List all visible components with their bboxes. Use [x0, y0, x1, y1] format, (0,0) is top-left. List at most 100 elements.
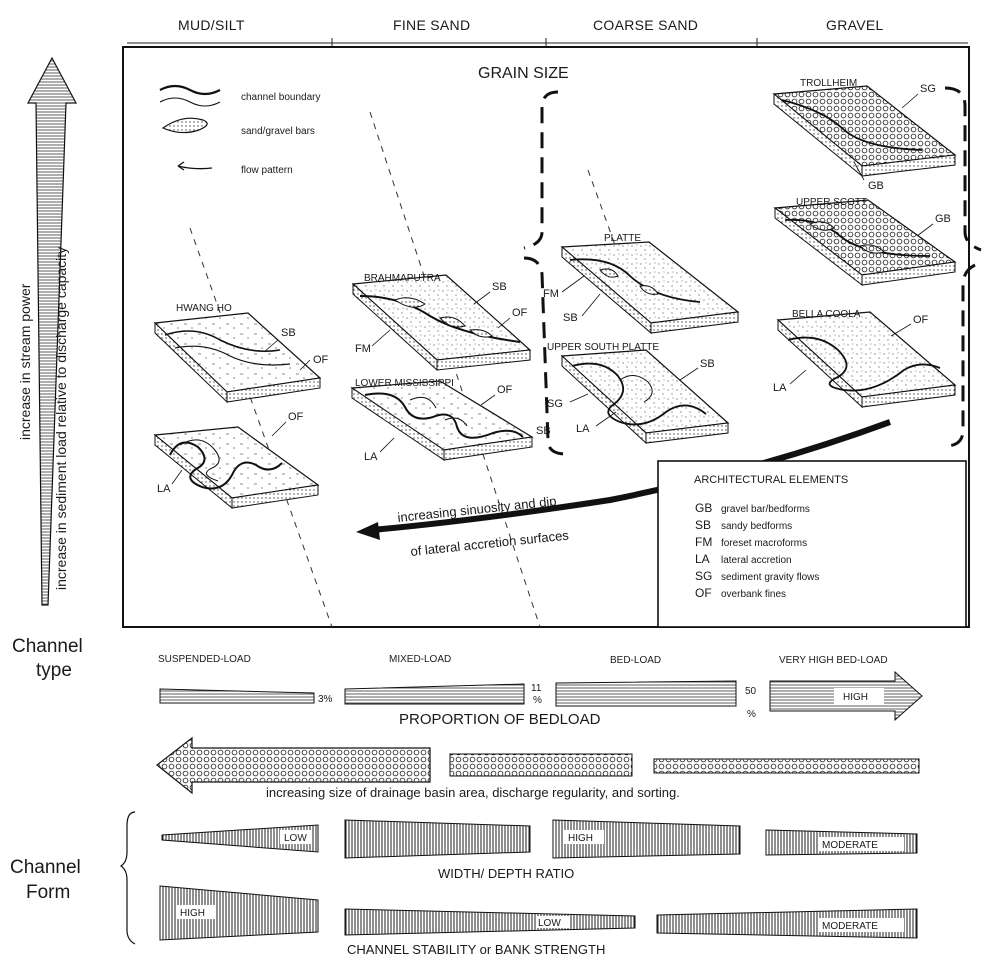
- block-hwang-ho: HWANG HO SB OF: [155, 303, 329, 402]
- bedload-mark-50: 50: [745, 686, 757, 697]
- drainage-bar-gravel: [654, 759, 919, 773]
- channel-form-brace: [121, 812, 135, 944]
- block-name: UPPER SOUTH PLATTE: [547, 342, 659, 353]
- channel-type-mixed: MIXED-LOAD: [389, 654, 451, 665]
- bedload-bar-bed: [556, 681, 736, 706]
- block-bella-coola: BELLA COOLA OF LA: [773, 309, 955, 407]
- block-name: HWANG HO: [176, 303, 232, 314]
- channel-type-label-2: type: [36, 660, 72, 681]
- channel-type-section: Channel type SUSPENDED-LOAD MIXED-LOAD B…: [12, 636, 888, 681]
- bedload-mark-50-pct: %: [747, 709, 756, 720]
- legend-bars: sand/gravel bars: [241, 126, 315, 137]
- element-code: SB: [281, 327, 296, 339]
- block-name: BRAHMAPUTRA: [364, 273, 441, 284]
- bedload-mark-11-pct: %: [533, 695, 542, 706]
- bedload-section: HIGH 3% 11 % 50 % PROPORTION OF BEDLOAD: [160, 672, 922, 728]
- bedload-bar-mixed: [345, 684, 524, 704]
- architectural-element-description: lateral accretion: [721, 555, 792, 566]
- architectural-elements-legend: ARCHITECTURAL ELEMENTS GB gravel bar/bedf…: [658, 461, 966, 627]
- architectural-element-code: SG: [695, 569, 712, 583]
- channel-type-suspended: SUSPENDED-LOAD: [158, 654, 251, 665]
- element-code: LA: [576, 423, 590, 435]
- element-code: LA: [157, 483, 171, 495]
- wd-moderate-label: MODERATE: [822, 840, 878, 851]
- element-code: OF: [497, 384, 513, 396]
- architectural-element-code: OF: [695, 586, 712, 600]
- stability-high-label: HIGH: [180, 908, 205, 919]
- architectural-element-code: FM: [695, 535, 712, 549]
- block-name: TROLLHEIM: [800, 78, 857, 89]
- bedload-mark-11: 11: [531, 683, 542, 694]
- wd-low-label: LOW: [284, 833, 307, 844]
- block-name: PLATTE: [604, 233, 641, 244]
- block-upper-south-platte: UPPER SOUTH PLATTE SB SG LA: [547, 342, 728, 443]
- sinuosity-label-2: of lateral accretion surfaces: [410, 527, 570, 559]
- element-code: GB: [868, 180, 884, 192]
- block-lower-mississippi: LOWER MISSISSIPPI OF LA SB: [352, 378, 551, 463]
- stability-low-label: LOW: [538, 918, 561, 929]
- grain-class-mud-silt: MUD/SILT: [178, 17, 245, 33]
- block-name: LOWER MISSISSIPPI: [355, 378, 454, 389]
- architectural-element-description: sediment gravity flows: [721, 572, 819, 583]
- element-code: SB: [700, 358, 715, 370]
- channel-form-section: Channel Form LOW HIGH MODERATE WIDTH/ DE…: [10, 812, 917, 957]
- drainage-bar-coarse: [450, 754, 632, 776]
- grain-class-fine-sand: FINE SAND: [393, 17, 470, 33]
- block-upper-scott: UPPER SCOTT GB: [775, 197, 955, 285]
- channel-type-bed: BED-LOAD: [610, 655, 661, 666]
- element-code: SB: [492, 281, 507, 293]
- bedload-high-label: HIGH: [843, 692, 868, 703]
- grain-size-header: MUD/SILT FINE SAND COARSE SAND GRAVEL: [127, 17, 968, 48]
- element-code: FM: [543, 288, 559, 300]
- element-code: SG: [547, 398, 563, 410]
- bedload-bar-suspended: [160, 689, 314, 703]
- stability-title: CHANNEL STABILITY or BANK STRENGTH: [347, 942, 605, 957]
- architectural-elements-title: ARCHITECTURAL ELEMENTS: [694, 474, 848, 486]
- bracket-left-upper: [524, 92, 558, 248]
- flow-arrow-icon: [178, 162, 212, 170]
- architectural-element-code: SB: [695, 518, 711, 532]
- channel-boundary-icon: [160, 86, 220, 106]
- element-code: FM: [355, 343, 371, 355]
- block-name: BELLA COOLA: [792, 309, 861, 320]
- block-platte: PLATTE FM SB: [543, 233, 738, 333]
- block-brahmaputra: BRAHMAPUTRA SB OF FM: [353, 273, 530, 370]
- stability-bar-low: [345, 909, 635, 935]
- element-code: SG: [920, 83, 936, 95]
- architectural-element-description: gravel bar/bedforms: [721, 504, 810, 515]
- bar-icon: [163, 118, 207, 132]
- grain-class-gravel: GRAVEL: [826, 17, 884, 33]
- element-code: GB: [935, 213, 951, 225]
- wd-bar-mixed: [345, 820, 530, 858]
- wd-high-label: HIGH: [568, 833, 593, 844]
- grain-size-title: GRAIN SIZE: [478, 65, 569, 82]
- architectural-element-description: overbank fines: [721, 589, 786, 600]
- element-code: OF: [313, 354, 329, 366]
- stability-moderate-label: MODERATE: [822, 921, 878, 932]
- element-code: SB: [563, 312, 578, 324]
- legend-flow: flow pattern: [241, 165, 293, 176]
- architectural-element-description: sandy bedforms: [721, 521, 792, 532]
- element-code: OF: [512, 307, 528, 319]
- drainage-section: increasing size of drainage basin area, …: [157, 738, 919, 800]
- channel-type-very-high: VERY HIGH BED-LOAD: [779, 655, 888, 666]
- divider-line-1: [190, 228, 332, 627]
- grain-class-coarse-sand: COARSE SAND: [593, 17, 698, 33]
- element-code: LA: [364, 451, 378, 463]
- wd-title: WIDTH/ DEPTH RATIO: [438, 866, 574, 881]
- sediment-load-label: increase in sediment load relative to di…: [53, 247, 69, 590]
- element-code: OF: [913, 314, 929, 326]
- bedload-mark-3: 3%: [318, 694, 333, 705]
- bracket-right-lower: [945, 265, 975, 446]
- drainage-caption: increasing size of drainage basin area, …: [266, 785, 680, 800]
- block-mud-meander: OF LA: [155, 411, 318, 508]
- channel-form-label-1: Channel: [10, 857, 81, 878]
- bracket-right-upper: [945, 88, 981, 250]
- block-trollheim: TROLLHEIM SG GB: [774, 78, 955, 192]
- channel-type-label-1: Channel: [12, 636, 83, 657]
- channel-form-label-2: Form: [26, 882, 70, 903]
- element-code: OF: [288, 411, 304, 423]
- block-name: UPPER SCOTT: [796, 197, 867, 208]
- architectural-element-code: GB: [695, 501, 712, 515]
